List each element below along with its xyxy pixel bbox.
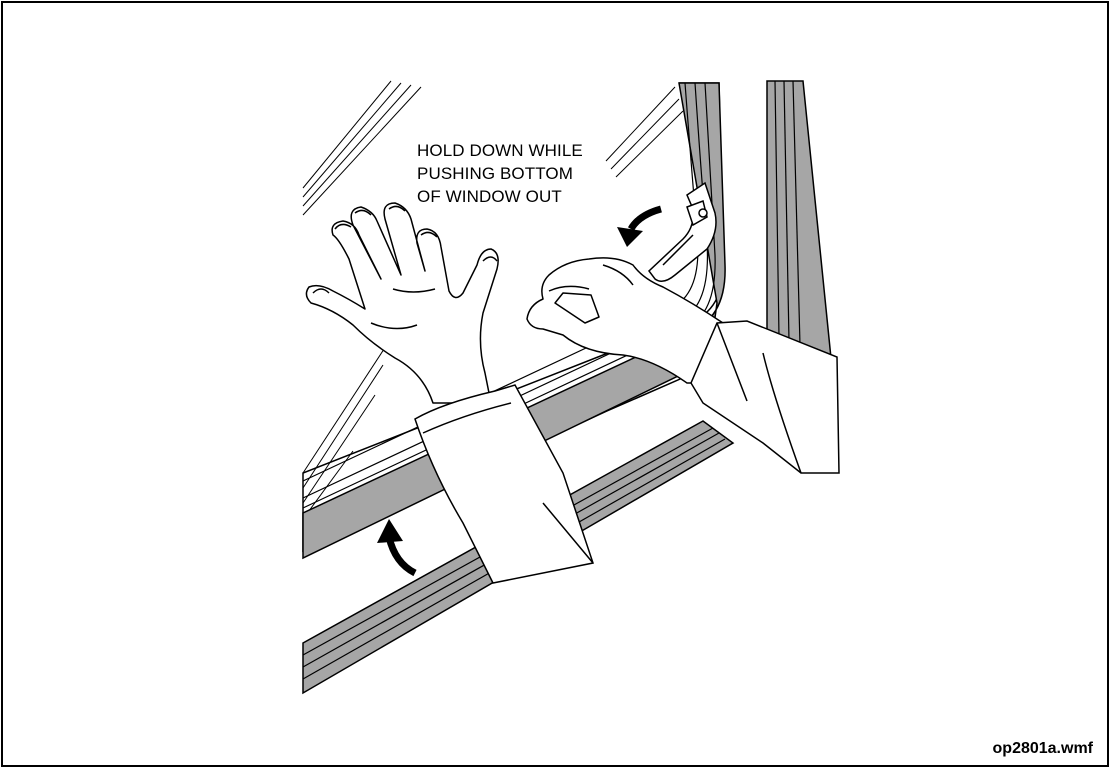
window-latch-icon — [649, 183, 716, 281]
curved-arrow-up-icon — [377, 519, 415, 573]
callout-line-2: PUSHING BOTTOM — [417, 162, 647, 185]
file-label: op2801a.wmf — [993, 740, 1093, 758]
callout-line-1: HOLD DOWN WHILE — [417, 139, 647, 162]
curved-arrow-down-icon — [617, 209, 661, 247]
left-hand — [306, 203, 498, 403]
window-removal-illustration — [3, 3, 1107, 765]
outer-vertical-frame — [767, 81, 831, 358]
callout-line-3: OF WINDOW OUT — [417, 185, 647, 208]
instruction-callout: HOLD DOWN WHILE PUSHING BOTTOM OF WINDOW… — [417, 139, 647, 208]
